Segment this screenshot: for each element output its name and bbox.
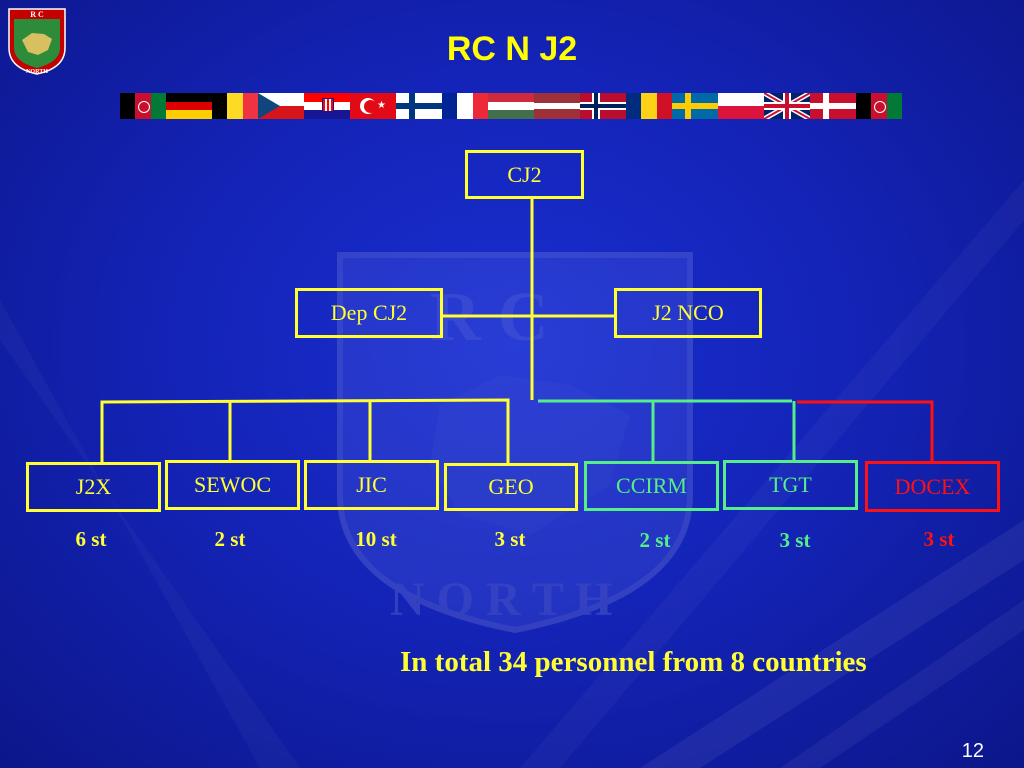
watermark-emblem: R C N O R T H — [337, 252, 693, 634]
flag-poland-icon — [718, 93, 764, 119]
flag-belgium-icon — [212, 93, 258, 119]
org-box-j2-nco-label: J2 NCO — [652, 300, 724, 325]
org-box-tgt-label: TGT — [769, 472, 812, 497]
rc-north-logo: R C NORTH — [8, 8, 66, 75]
flag-hungary-icon — [488, 93, 534, 119]
flag-norway-icon — [580, 93, 626, 119]
flag-croatia-icon — [304, 93, 350, 119]
watermark-text-bottom: N O R T H — [390, 573, 612, 626]
org-box-ccirm: CCIRM — [584, 461, 719, 511]
org-box-jic: JIC — [304, 460, 439, 510]
org-box-tgt: TGT — [723, 460, 858, 510]
count-ccirm: 2 st — [639, 528, 671, 552]
flag-sweden-icon — [672, 93, 718, 119]
org-box-cj2: CJ2 — [465, 150, 584, 199]
org-box-j2x: J2X — [26, 462, 161, 512]
count-docex: 3 st — [923, 527, 955, 551]
count-sewoc: 2 st — [214, 527, 246, 551]
summary-text: In total 34 personnel from 8 countries — [400, 646, 867, 678]
org-box-docex-label: DOCEX — [894, 473, 971, 499]
org-box-j2-nco: J2 NCO — [614, 288, 762, 338]
count-jic: 10 st — [355, 527, 397, 551]
org-box-sewoc-label: SEWOC — [194, 472, 271, 497]
org-box-ccirm-label: CCIRM — [616, 473, 687, 498]
count-geo: 3 st — [494, 527, 526, 551]
flag-czech-republic-icon — [258, 93, 304, 119]
flags-strip: ★ — [120, 93, 902, 119]
flag-romania-icon — [626, 93, 672, 119]
org-box-dep-cj2-label: Dep CJ2 — [330, 300, 408, 325]
slide-title: RC N J2 — [446, 30, 578, 68]
flag-united-kingdom-icon — [764, 93, 810, 119]
page-number: 12 — [961, 740, 984, 762]
flag-finland-icon — [396, 93, 442, 119]
org-box-geo-label: GEO — [488, 474, 534, 499]
flag-france-icon — [442, 93, 488, 119]
org-box-cj2-label: CJ2 — [507, 161, 542, 187]
flag-afghanistan-icon — [120, 93, 166, 119]
org-box-sewoc: SEWOC — [165, 460, 300, 510]
count-tgt: 3 st — [779, 528, 811, 552]
org-box-dep-cj2: Dep CJ2 — [295, 288, 443, 338]
flag-germany-icon — [166, 93, 212, 119]
flag-afghanistan-icon — [856, 93, 902, 119]
flag-turkey-icon: ★ — [350, 93, 396, 119]
flag-latvia-icon — [534, 93, 580, 119]
org-box-docex: DOCEX — [865, 461, 1000, 512]
flag-denmark-icon — [810, 93, 856, 119]
count-j2x: 6 st — [75, 527, 107, 551]
org-box-j2x-label: J2X — [75, 474, 112, 499]
org-box-geo: GEO — [444, 463, 578, 511]
org-box-jic-label: JIC — [356, 472, 387, 497]
logo-text-top: R C — [30, 10, 44, 19]
logo-text-bottom: NORTH — [26, 69, 48, 75]
